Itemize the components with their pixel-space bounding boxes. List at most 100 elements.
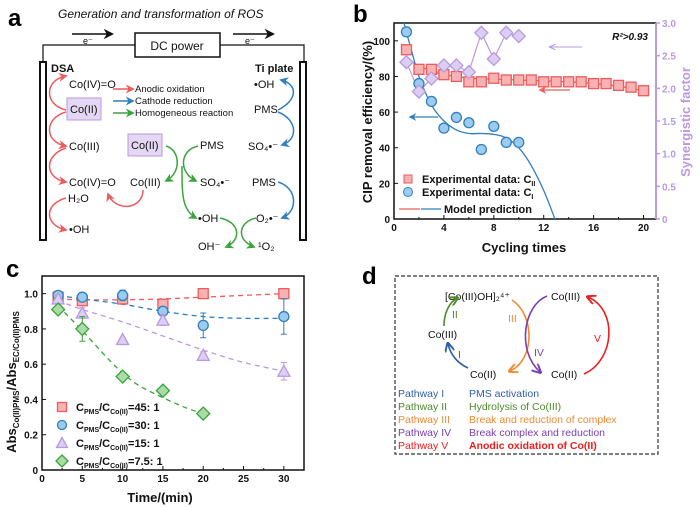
d-node-complex: [Co(III)OH]₂⁴⁺ — [445, 291, 510, 303]
d-pathway-name: Pathway I — [398, 388, 444, 400]
b-point-square — [488, 72, 500, 84]
arrow-oh-to-ohminus — [219, 217, 238, 249]
c-point-diamond — [50, 302, 66, 317]
b-point-square — [525, 74, 537, 86]
b-point-circle — [450, 111, 463, 124]
species-oh-right: •OH — [254, 79, 274, 91]
c-xlabel: Time/(min) — [127, 490, 193, 505]
species-o2-right: O₂•⁻ — [256, 213, 279, 225]
b-ylabel: CIP removal efficiency/(%) — [360, 41, 375, 203]
c-point-diamond — [155, 383, 171, 399]
b-point-square — [575, 76, 587, 88]
c-point-triangle — [276, 363, 291, 377]
b-legend-marker-circle — [403, 187, 413, 197]
b-point-circle — [500, 136, 512, 149]
b-y2label: Synergistic factor — [678, 67, 693, 177]
co2-box-mid — [127, 133, 163, 157]
b-legend-label-cii: Experimental data: CII — [422, 174, 535, 188]
c-ylabel: AbsCo(II)PMS/AbsEC/Co(II)PMS — [4, 311, 21, 453]
d-pathway-name: Pathway II — [398, 401, 447, 413]
c-legend-marker-triangle — [55, 436, 69, 449]
species-co2-left: Co(II) — [70, 104, 98, 116]
arrow-h2o-to-oh — [48, 197, 68, 233]
c-point-triangle — [115, 332, 130, 346]
b-y2tick-label: 3.0 — [662, 19, 676, 30]
b-synergy-line — [405, 31, 519, 93]
arrow-pms-to-so4-right — [277, 111, 295, 148]
c-point-diamond — [115, 369, 131, 384]
d-pathway-name: Pathway IV — [398, 427, 451, 439]
d-node-co3-left: Co(III) — [428, 329, 457, 341]
b-point-diamond — [448, 58, 464, 73]
b-point-diamond — [511, 28, 527, 44]
b-ytick-label: 0 — [384, 215, 390, 226]
dc-power-label: DC power — [150, 39, 203, 53]
legend-label-anodic: Anodic oxidation — [135, 84, 205, 95]
b-xlabel: Cycling times — [482, 240, 567, 255]
b-point-diamond — [461, 64, 477, 80]
b-xtick-label: 8 — [491, 223, 497, 234]
b-ytick-label: 40 — [379, 144, 391, 155]
b-point-diamond — [486, 51, 502, 67]
b-legend-label-ci: Experimental data: CI — [422, 187, 533, 201]
c-point-square — [278, 287, 290, 300]
c-xtick-label: 10 — [117, 474, 129, 485]
b-point-square — [550, 76, 562, 88]
b-y2tick-label: 0.5 — [662, 182, 676, 193]
arrow-co2-to-co3 — [48, 111, 68, 150]
c-legend-marker-square — [56, 401, 68, 413]
arrow-pms-to-so4 — [182, 145, 199, 182]
species-co2-mid: Co(II) — [131, 140, 159, 152]
c-point-circle — [197, 319, 209, 332]
b-point-circle — [438, 122, 450, 134]
b-ytick-label: 80 — [379, 72, 391, 83]
d-pathway-name: Pathway V — [398, 440, 448, 452]
electron-label-left: e⁻ — [83, 36, 93, 46]
species-co3-mid: Co(III) — [130, 177, 161, 189]
b-point-circle — [475, 143, 487, 156]
b-xtick-label: 20 — [638, 223, 650, 234]
b-point-square — [538, 76, 550, 88]
b-point-circle — [400, 26, 413, 38]
c-point-circle — [116, 289, 129, 302]
panel-letter-b: b — [353, 1, 368, 28]
c-point-diamond — [195, 406, 211, 421]
arrow-pms-to-oh-right — [277, 77, 295, 111]
d-dashed-frame — [394, 275, 659, 455]
b-point-square — [600, 77, 612, 90]
c-xtick-label: 20 — [198, 474, 210, 485]
b-point-square — [413, 63, 425, 75]
d-label-v: V — [594, 333, 601, 345]
c-legend-label: CPMS/CCo(II)=45: 1 — [76, 402, 160, 416]
c-legend-marker-diamond — [55, 454, 69, 468]
c-ytick-label: 0 — [32, 466, 38, 477]
arrow-pathway-v — [583, 297, 610, 375]
anode-electrode — [39, 61, 47, 241]
b-point-diamond — [498, 25, 514, 41]
d-label-ii: II — [452, 309, 458, 321]
species-pms-right1: PMS — [254, 104, 278, 116]
arrow-o2-to-singlet — [240, 217, 257, 249]
arrow-pathway-iii — [510, 299, 530, 371]
c-legend-label: CPMS/CCo(II)=30: 1 — [76, 420, 160, 434]
b-ytick-label: 20 — [379, 179, 391, 190]
c-xtick-label: 30 — [278, 474, 290, 485]
species-pms-right2: PMS — [252, 177, 276, 189]
c-point-square — [197, 287, 209, 300]
b-point-circle — [488, 120, 500, 132]
arrow-co3-to-co4o — [48, 147, 68, 186]
panel-a-title: Generation and transformation of ROS — [58, 7, 263, 21]
arrow-pathway-i — [448, 344, 469, 369]
arrow-pms-to-o2-right — [277, 181, 295, 220]
b-xtick-label: 4 — [441, 223, 447, 234]
c-ytick-label: 1.0 — [24, 290, 38, 301]
b-point-square — [563, 76, 575, 88]
b-point-diamond — [399, 54, 414, 70]
panel-letter-c: c — [6, 256, 19, 283]
co2-box-left — [66, 97, 102, 121]
b-xtick-label: 12 — [538, 223, 550, 234]
species-co4o-top: Co(IV)=O — [69, 79, 116, 91]
